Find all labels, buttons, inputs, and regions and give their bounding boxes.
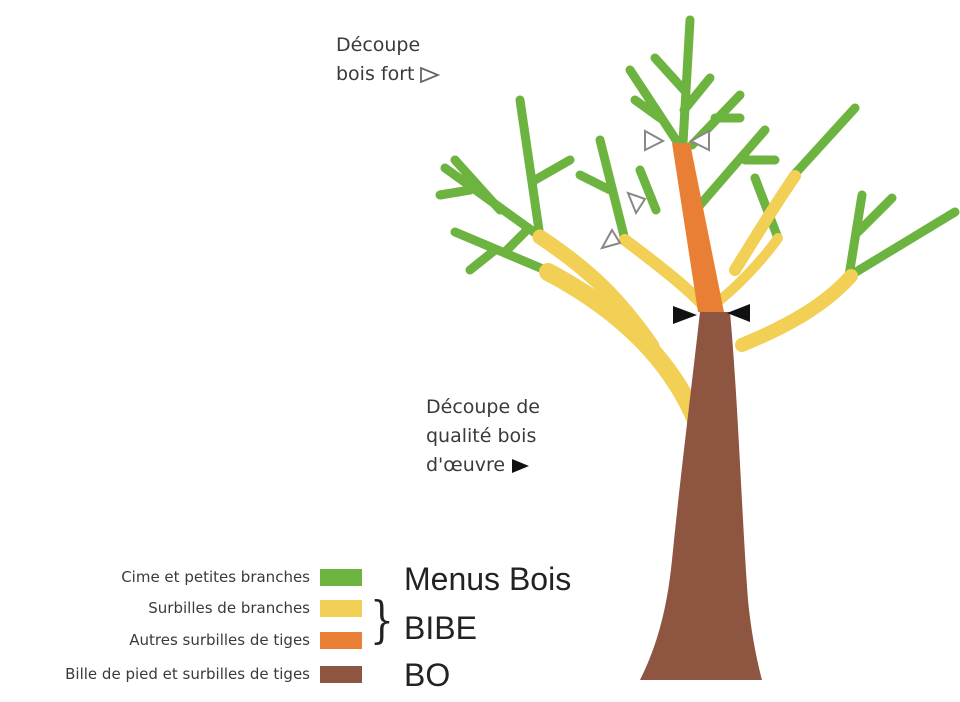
legend-label-crown: Cime et petites branches xyxy=(121,568,310,586)
legend-item-other-stem-logs: Autres surbilles de tiges xyxy=(0,630,310,650)
quality-timber-cut-line-1: Découpe de xyxy=(426,396,540,418)
legend-swatch-brown xyxy=(320,666,362,683)
quality-timber-cut-line-2: qualité bois xyxy=(426,425,537,447)
legend-swatch-green xyxy=(320,569,362,586)
group-label-bibe: BIBE xyxy=(404,610,477,646)
legend-label-branch-logs: Surbilles de branches xyxy=(148,599,310,617)
upper-stem-log xyxy=(672,143,724,312)
strong-wood-cut-annotation: Découpe bois fort xyxy=(336,31,441,89)
group-brace: } xyxy=(369,591,394,649)
branch-logs xyxy=(532,170,858,434)
group-label-bo: BO xyxy=(404,657,451,693)
legend-swatch-orange xyxy=(320,632,362,649)
legend-label-other-stem-logs: Autres surbilles de tiges xyxy=(129,631,310,649)
butt-log xyxy=(640,312,762,680)
strong-wood-cut-markers xyxy=(599,129,710,250)
legend-item-branch-logs: Surbilles de branches xyxy=(0,598,310,618)
legend-item-butt-log: Bille de pied et surbilles de tiges xyxy=(0,664,310,684)
legend-label-butt-log: Bille de pied et surbilles de tiges xyxy=(65,665,310,683)
strong-wood-cut-line-1: Découpe xyxy=(336,34,421,56)
legend-swatch-yellow xyxy=(320,600,362,617)
hollow-triangle-icon xyxy=(420,66,441,83)
group-label-menus-bois: Menus Bois xyxy=(404,561,572,597)
strong-wood-cut-line-2: bois fort xyxy=(336,63,415,85)
quality-timber-cut-line-3: d'œuvre xyxy=(426,454,506,476)
filled-triangle-icon xyxy=(512,458,530,473)
quality-timber-cut-markers xyxy=(673,304,750,324)
legend-item-crown: Cime et petites branches xyxy=(0,567,310,587)
quality-timber-cut-annotation: Découpe de qualité bois d'œuvre xyxy=(426,393,540,480)
